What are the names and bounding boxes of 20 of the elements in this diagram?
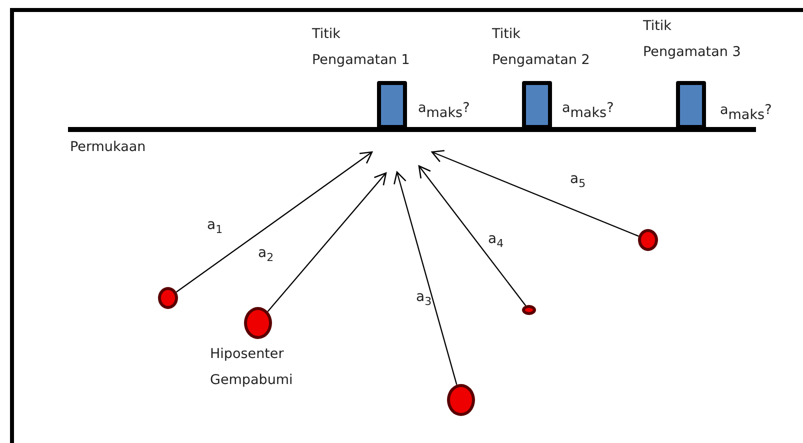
- arrow: [394, 171, 458, 385]
- edge-label: a$_{5}$: [570, 172, 586, 189]
- surface-label: Permukaan: [70, 138, 146, 157]
- arrow: [267, 172, 387, 312]
- hypocenter-label: Hiposenter Gempabumi: [210, 345, 294, 390]
- hypocenter-dot: [638, 229, 658, 251]
- arrow: [431, 150, 639, 237]
- hypocenter-dot: [522, 305, 536, 315]
- station-label: Titik Pengamatan 3: [643, 17, 742, 62]
- station-label: Titik Pengamatan 1: [312, 25, 411, 70]
- edge-label: a$_{3}$: [416, 290, 432, 307]
- edge-label: a$_{4}$: [488, 232, 504, 249]
- edge-label: a$_{1}$: [207, 218, 223, 235]
- hypocenter-dot: [244, 307, 272, 339]
- hypocenter-dot: [158, 287, 178, 309]
- arrow: [418, 165, 526, 306]
- station-label: Titik Pengamatan 2: [492, 25, 591, 70]
- arrow: [176, 151, 373, 292]
- hypocenter-dot: [447, 384, 475, 416]
- edge-label: a$_{2}$: [258, 246, 274, 263]
